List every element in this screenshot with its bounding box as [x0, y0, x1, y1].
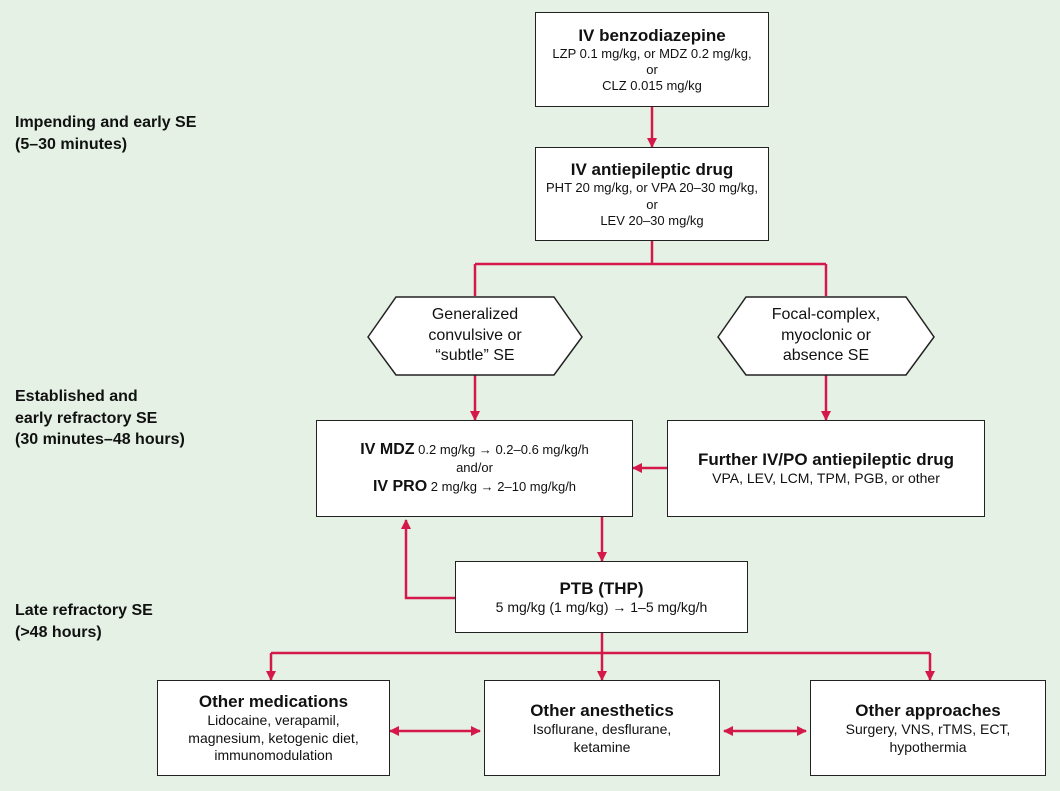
- box-title: IV antiepileptic drug: [570, 160, 734, 179]
- pro-row: IV PRO 2 mg/kg → 2–10 mg/kg/h: [372, 477, 577, 495]
- box-title: Other medications: [198, 692, 349, 712]
- hexagon-focal: [717, 296, 935, 376]
- box-title: Further IV/PO antiepileptic drug: [698, 450, 954, 470]
- box-ptb-thp: PTB (THP) 5 mg/kg (1 mg/kg) → 1–5 mg/kg/…: [455, 561, 748, 633]
- stage-label-established: Established and early refractory SE (30 …: [15, 388, 185, 449]
- box-title: IV benzodiazepine: [578, 25, 726, 45]
- hexagon-generalized: [367, 296, 583, 376]
- hexagon-focal-label: Focal-complex, myoclonic or absence SE: [771, 305, 881, 365]
- box-other-approaches: Other approaches Surgery, VNS, rTMS, ECT…: [810, 680, 1046, 776]
- box-title: Other anesthetics: [530, 700, 674, 720]
- box-iv-mdz-pro: IV MDZ 0.2 mg/kg → 0.2–0.6 mg/kg/h and/o…: [316, 420, 633, 517]
- stage-label-late: Late refractory SE (>48 hours): [15, 602, 153, 641]
- box-further-antiepileptic: Further IV/PO antiepileptic drug VPA, LE…: [667, 420, 985, 517]
- box-title: Other approaches: [855, 700, 1001, 720]
- arrow-ptb-back-to-mdz: [401, 519, 455, 600]
- box-iv-benzodiazepine: IV benzodiazepine LZP 0.1 mg/kg, or MDZ …: [535, 12, 769, 107]
- hexagon-generalized-label: Generalized convulsive or “subtle” SE: [428, 305, 522, 365]
- box-iv-antiepileptic-drug: IV antiepileptic drug PHT 20 mg/kg, or V…: [535, 147, 769, 241]
- mdz-row: IV MDZ 0.2 mg/kg → 0.2–0.6 mg/kg/h: [360, 441, 589, 459]
- box-title: PTB (THP): [559, 578, 644, 598]
- box-other-medications: Other medications Lidocaine, verapamil, …: [157, 680, 390, 776]
- stage-label-early: Impending and early SE (5–30 minutes): [15, 114, 197, 153]
- box-other-anesthetics: Other anesthetics Isoflurane, desflurane…: [484, 680, 720, 776]
